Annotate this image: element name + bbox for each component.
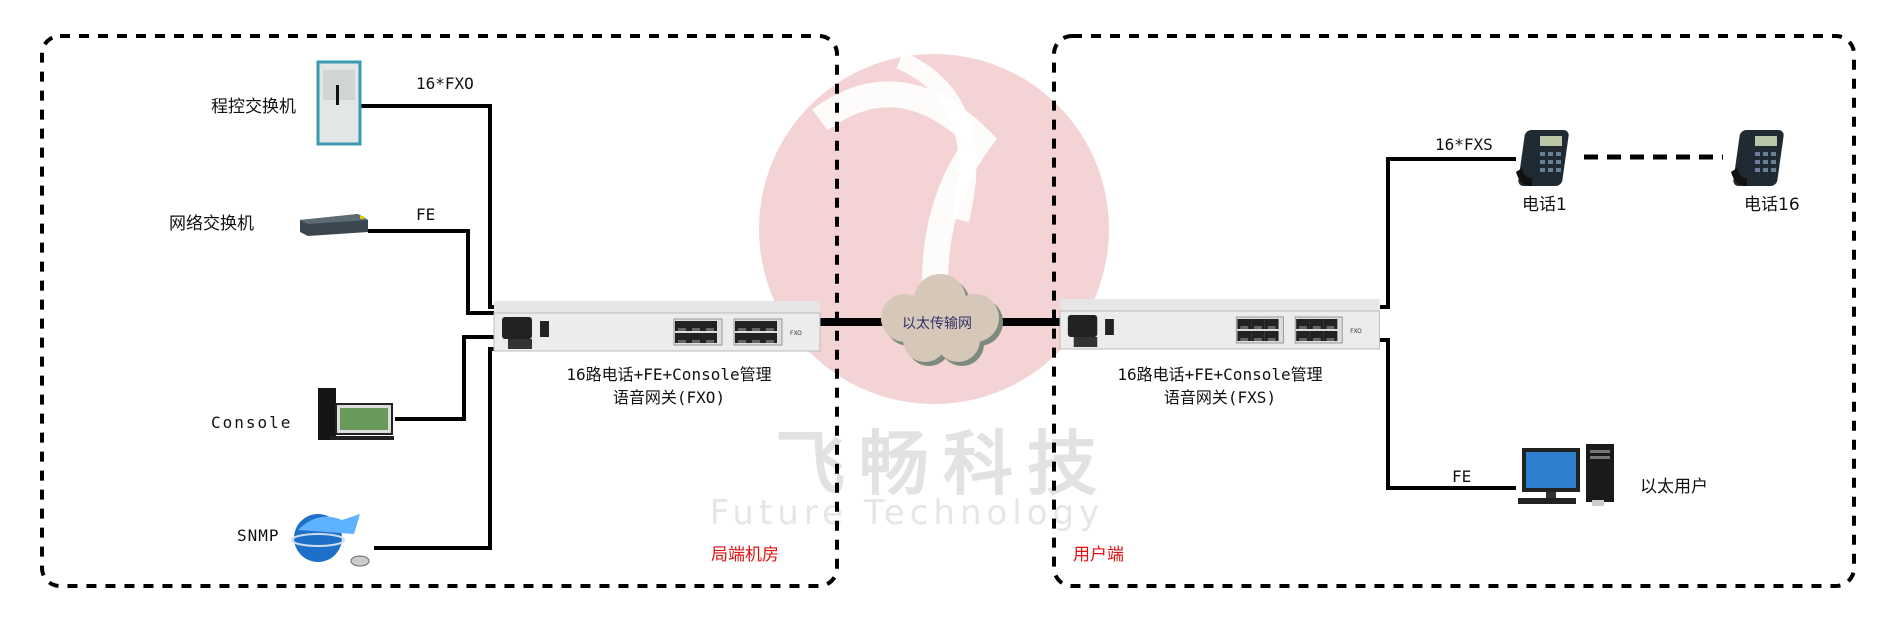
fe-link-label: FE <box>416 205 435 224</box>
wire-console <box>395 335 494 421</box>
fxs-gateway-label-line2: 语音网关(FXS) <box>1164 388 1276 407</box>
fxo-gateway-device: FXO <box>494 301 820 351</box>
right-site-title: 用户端 <box>1073 545 1124 565</box>
wire-snmp <box>374 347 494 550</box>
fe-user-link-label: FE <box>1452 467 1471 486</box>
fxs-link-label: 16*FXS <box>1435 135 1493 154</box>
ethernet-user-label: 以太用户 <box>1640 477 1708 497</box>
desktop-computer-icon <box>1518 444 1614 506</box>
fxo-gateway-label-line1: 16路电话+FE+Console管理 <box>566 365 771 384</box>
cloud-icon <box>881 274 1003 366</box>
switch-label: 网络交换机 <box>169 214 254 234</box>
ip-phone-icon <box>1516 130 1570 186</box>
watermark-brand-cn: 飞畅科技 <box>775 423 1111 505</box>
phone-1-label: 电话1 <box>1522 195 1567 215</box>
fxs-gateway-label-line1: 16路电话+FE+Console管理 <box>1117 365 1322 384</box>
pbx-cabinet-icon <box>316 60 362 146</box>
ip-phone-icon <box>1731 130 1785 186</box>
fxo-panel-label: FXO <box>790 330 802 337</box>
left-site-title: 局端机房 <box>711 545 779 565</box>
pbx-label: 程控交换机 <box>211 97 296 117</box>
console-label: Console <box>211 413 292 432</box>
right-site-border <box>1052 34 1856 588</box>
phone-16-label: 电话16 <box>1744 195 1800 215</box>
snmp-label: SNMP <box>237 526 280 545</box>
wire-fxs <box>1380 157 1516 309</box>
wire-fe-user <box>1380 338 1516 490</box>
wire-fe-switch <box>368 229 494 315</box>
fxo-gateway-label-line2: 语音网关(FXO) <box>613 388 725 407</box>
fxo-link-label: 16*FXO <box>416 74 474 93</box>
watermark-brand-en: Future Technology <box>710 493 1105 533</box>
fxs-panel-label: FXO <box>1350 328 1362 335</box>
desktop-computer-icon <box>318 388 394 440</box>
watermark: 飞畅科技 Future Technology <box>710 51 1111 533</box>
snmp-globe-icon <box>291 514 370 567</box>
fxs-gateway-device: FXO <box>1060 299 1379 349</box>
network-label: 以太传输网 <box>902 316 972 332</box>
network-switch-icon <box>300 214 368 236</box>
